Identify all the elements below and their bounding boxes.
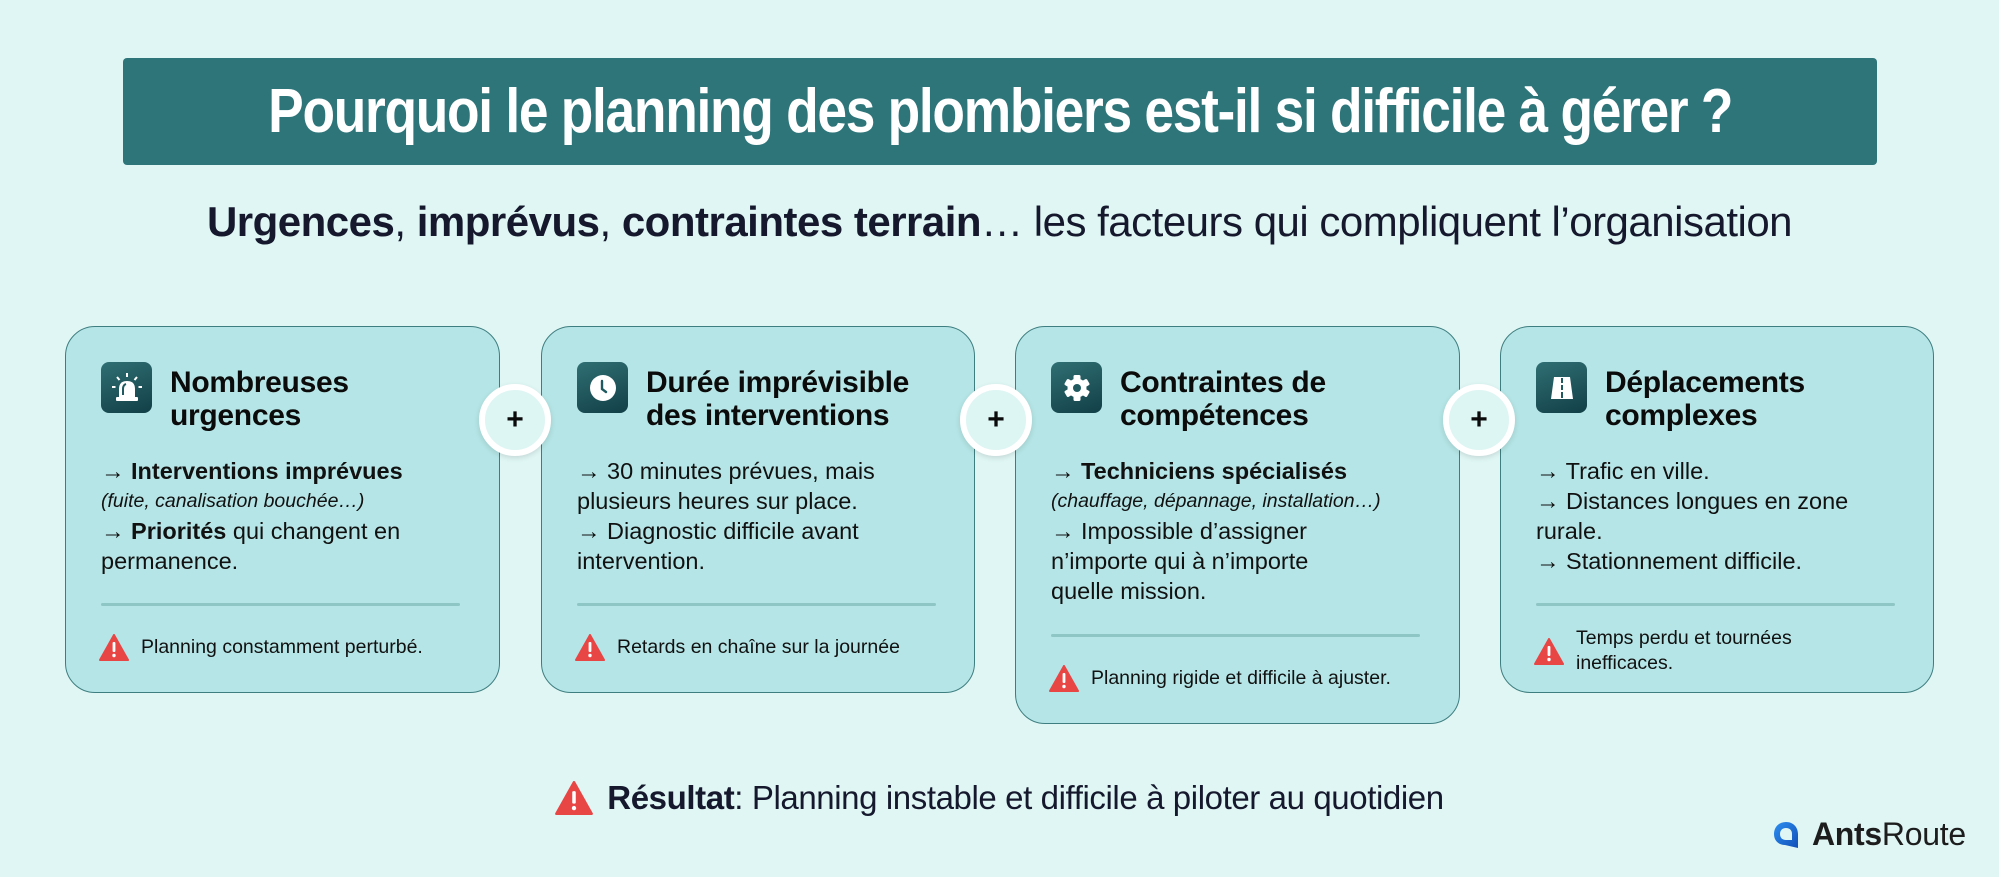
card-title: Nombreuses urgences (170, 366, 349, 432)
location-pin-icon (1774, 821, 1798, 848)
logo-text-bold: Ants (1812, 816, 1882, 852)
subtitle-rest: … les facteurs qui compliquent l’organis… (981, 198, 1793, 245)
result-label: Résultat (607, 779, 735, 816)
arrow-icon: → (1536, 488, 1567, 514)
subtitle: Urgences, imprévus, contraintes terrain…… (0, 198, 1999, 246)
card-title: Durée imprévisible des interventions (646, 366, 909, 432)
card-note: (fuite, canalisation bouchée…) (101, 490, 365, 512)
arrow-icon: → (577, 518, 608, 544)
card-body: → Trafic en ville. → Distances longues e… (1536, 456, 1911, 576)
subtitle-separator: , (599, 198, 622, 245)
plus-connector: + (960, 384, 1032, 456)
title-banner: Pourquoi le planning des plombiers est-i… (123, 58, 1877, 165)
card-point-text: Impossible d’assigner n’importe qui à n’… (1051, 518, 1309, 604)
card-title-line: des interventions (646, 399, 890, 432)
card-title-line: urgences (170, 399, 301, 432)
subtitle-keyword-contraintes: contraintes terrain (621, 198, 982, 245)
siren-icon (101, 362, 152, 413)
warning-icon (99, 634, 129, 661)
result-statement: Résultat : Planning instable et difficil… (0, 779, 1999, 817)
card-title-line: complexes (1605, 399, 1758, 432)
consequence-text: Planning constamment perturbé. (141, 636, 423, 658)
arrow-icon: → (1536, 548, 1567, 574)
consequence-text: Retards en chaîne sur la journée (617, 636, 900, 658)
card-consequence: Retards en chaîne sur la journée (575, 634, 900, 661)
plus-icon: + (987, 403, 1005, 436)
card-point: Techniciens spécialisés (1081, 458, 1348, 484)
card-point-text: Trafic en ville. (1565, 458, 1710, 484)
card-title-line: Déplacements (1605, 366, 1805, 399)
divider (1536, 603, 1895, 606)
plus-icon: + (506, 403, 524, 436)
warning-icon (1049, 665, 1079, 692)
card-body: → 30 minutes prévues, mais plusieurs heu… (577, 456, 922, 576)
arrow-icon: → (101, 458, 132, 484)
card-title-line: Nombreuses (170, 366, 349, 399)
subtitle-keyword-imprevus: imprévus (416, 198, 600, 245)
card-title-line: Contraintes de (1120, 366, 1326, 399)
clock-icon (577, 362, 628, 413)
card-point-text: Distances longues en zone rurale. (1536, 488, 1849, 544)
consequence-text: Temps perdu et tournées inefficaces. (1576, 627, 1792, 674)
arrow-icon: → (101, 518, 132, 544)
card-note: (chauffage, dépannage, installation…) (1051, 490, 1381, 512)
card-body: → Techniciens spécialisés (chauffage, dé… (1051, 456, 1381, 606)
plus-connector: + (1443, 384, 1515, 456)
subtitle-separator: , (394, 198, 417, 245)
card-title: Déplacements complexes (1605, 366, 1805, 432)
divider (577, 603, 936, 606)
divider (101, 603, 460, 606)
card-body: → Interventions imprévues (fuite, canali… (101, 456, 481, 576)
arrow-icon: → (577, 458, 608, 484)
warning-icon (555, 781, 594, 815)
gear-icon (1051, 362, 1102, 413)
consequence-text: Planning rigide et difficile à ajuster. (1091, 667, 1391, 689)
page-title: Pourquoi le planning des plombiers est-i… (267, 77, 1733, 146)
divider (1051, 634, 1420, 637)
plus-connector: + (479, 384, 551, 456)
road-icon (1536, 362, 1587, 413)
card-consequence: Planning constamment perturbé. (99, 634, 423, 661)
card-deplacements: Déplacements complexes → Trafic en ville… (1500, 326, 1934, 693)
card-competences: Contraintes de compétences → Techniciens… (1015, 326, 1460, 724)
plus-icon: + (1470, 403, 1488, 436)
card-title-line: compétences (1120, 399, 1309, 432)
card-point-text: Stationnement difficile. (1566, 548, 1803, 574)
result-text: : Planning instable et difficile à pilot… (734, 779, 1444, 816)
card-consequence: Temps perdu et tournées inefficaces. (1534, 626, 1824, 676)
card-title-line: Durée imprévisible (646, 366, 910, 399)
arrow-icon: → (1536, 458, 1566, 484)
warning-icon (575, 634, 605, 661)
card-duree: Durée imprévisible des interventions → 3… (541, 326, 975, 693)
card-point-text: Diagnostic difficile avant intervention. (577, 518, 859, 574)
arrow-icon: → (1051, 458, 1082, 484)
card-point-text: qui changent en permanence. (101, 518, 401, 574)
subtitle-keyword-urgences: Urgences (206, 198, 395, 245)
arrow-icon: → (1051, 518, 1082, 544)
card-point: Priorités (131, 518, 227, 544)
card-urgences: Nombreuses urgences → Interventions impr… (65, 326, 500, 693)
card-point: Interventions imprévues (131, 458, 403, 484)
card-point-text: 30 minutes prévues, mais plusieurs heure… (577, 458, 875, 514)
card-title: Contraintes de compétences (1120, 366, 1326, 432)
logo-text-regular: Route (1881, 816, 1966, 852)
card-consequence: Planning rigide et difficile à ajuster. (1049, 665, 1391, 692)
warning-icon (1534, 637, 1564, 665)
